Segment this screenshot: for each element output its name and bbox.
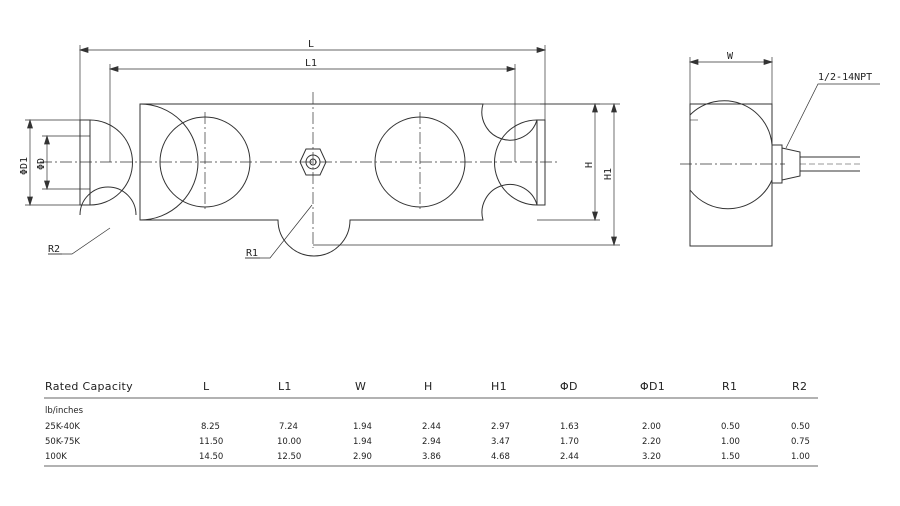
cell-L: 14.50 <box>199 452 223 462</box>
header-L1: L1 <box>278 380 292 393</box>
label-H1: H1 <box>603 168 614 180</box>
cell-capacity: 25K-40K <box>45 422 80 432</box>
cell-R1: 1.50 <box>721 452 740 462</box>
dimension-table: Rated Capacity L L1 W H H1 ΦD ΦD1 R1 R2 … <box>45 380 810 462</box>
header-W: W <box>355 380 366 393</box>
label-thread: 1/2-14NPT <box>818 72 872 83</box>
cell-L: 8.25 <box>201 422 220 432</box>
label-H: H <box>584 162 595 168</box>
right-end-block <box>536 119 546 206</box>
cell-capacity: 100K <box>45 452 67 462</box>
header-R2: R2 <box>792 380 807 393</box>
label-phiD: ΦD <box>36 158 47 170</box>
cell-phiD: 2.44 <box>560 452 579 462</box>
cell-R2: 0.50 <box>791 422 810 432</box>
dim-phiD1 <box>25 118 80 207</box>
header-H1: H1 <box>491 380 507 393</box>
cell-R1: 0.50 <box>721 422 740 432</box>
beam-left-end <box>139 103 199 221</box>
cell-L1: 7.24 <box>279 422 298 432</box>
front-view <box>25 45 620 259</box>
centerlines <box>40 92 560 248</box>
side-body <box>689 103 773 247</box>
cell-L: 11.50 <box>199 437 223 447</box>
cell-L1: 12.50 <box>277 452 301 462</box>
cell-H1: 3.47 <box>491 437 510 447</box>
table-header: Rated Capacity L L1 W H H1 ΦD ΦD1 R1 R2 <box>45 380 807 393</box>
cell-capacity: 50K-75K <box>45 437 80 447</box>
connector-thread <box>781 147 801 181</box>
label-R2: R2 <box>48 244 60 255</box>
right-end-arc <box>494 119 538 206</box>
cell-phiD1: 2.00 <box>642 422 661 432</box>
cell-W: 1.94 <box>353 422 372 432</box>
label-phiD1: ΦD1 <box>19 157 30 175</box>
dim-H1 <box>313 102 620 247</box>
header-rated-capacity: Rated Capacity <box>45 380 133 393</box>
table-row: 100K 14.50 12.50 2.90 3.86 4.68 2.44 3.2… <box>45 452 810 462</box>
dim-L <box>78 45 547 120</box>
cell-phiD1: 3.20 <box>642 452 661 462</box>
cell-R2: 1.00 <box>791 452 810 462</box>
cell-H1: 2.97 <box>491 422 510 432</box>
thread-leader <box>785 83 880 149</box>
cell-L1: 10.00 <box>277 437 301 447</box>
table-unit: lb/inches <box>45 406 84 416</box>
table-row: 50K-75K 11.50 10.00 1.94 2.94 3.47 1.70 … <box>45 437 810 447</box>
cell-phiD: 1.70 <box>560 437 579 447</box>
cell-phiD1: 2.20 <box>642 437 661 447</box>
left-end-block <box>79 119 91 206</box>
table-row: 25K-40K 8.25 7.24 1.94 2.44 2.97 1.63 2.… <box>45 422 810 432</box>
header-L: L <box>203 380 210 393</box>
label-L1: L1 <box>305 58 317 69</box>
side-body-arc <box>689 100 773 210</box>
beam-outline <box>139 103 538 257</box>
cell-H: 3.86 <box>422 452 441 462</box>
label-L: L <box>308 39 314 50</box>
cell-H1: 4.68 <box>491 452 510 462</box>
cell-W: 1.94 <box>353 437 372 447</box>
dim-L1 <box>108 64 517 162</box>
cell-R1: 1.00 <box>721 437 740 447</box>
side-view <box>680 57 880 247</box>
cell-H: 2.94 <box>422 437 441 447</box>
dim-W <box>688 57 774 104</box>
left-end-arcs <box>89 119 133 206</box>
cell-R2: 0.75 <box>791 437 810 447</box>
header-phiD: ΦD <box>560 380 578 393</box>
cell-W: 2.90 <box>353 452 372 462</box>
r2-arc <box>79 186 137 216</box>
radius-leaders <box>48 204 313 259</box>
dim-phiD <box>42 134 90 191</box>
header-R1: R1 <box>722 380 737 393</box>
cell-phiD: 1.63 <box>560 422 579 432</box>
label-R1: R1 <box>246 248 258 259</box>
header-H: H <box>424 380 433 393</box>
header-phiD1: ΦD1 <box>640 380 665 393</box>
label-W: W <box>727 51 734 62</box>
cell-H: 2.44 <box>422 422 441 432</box>
